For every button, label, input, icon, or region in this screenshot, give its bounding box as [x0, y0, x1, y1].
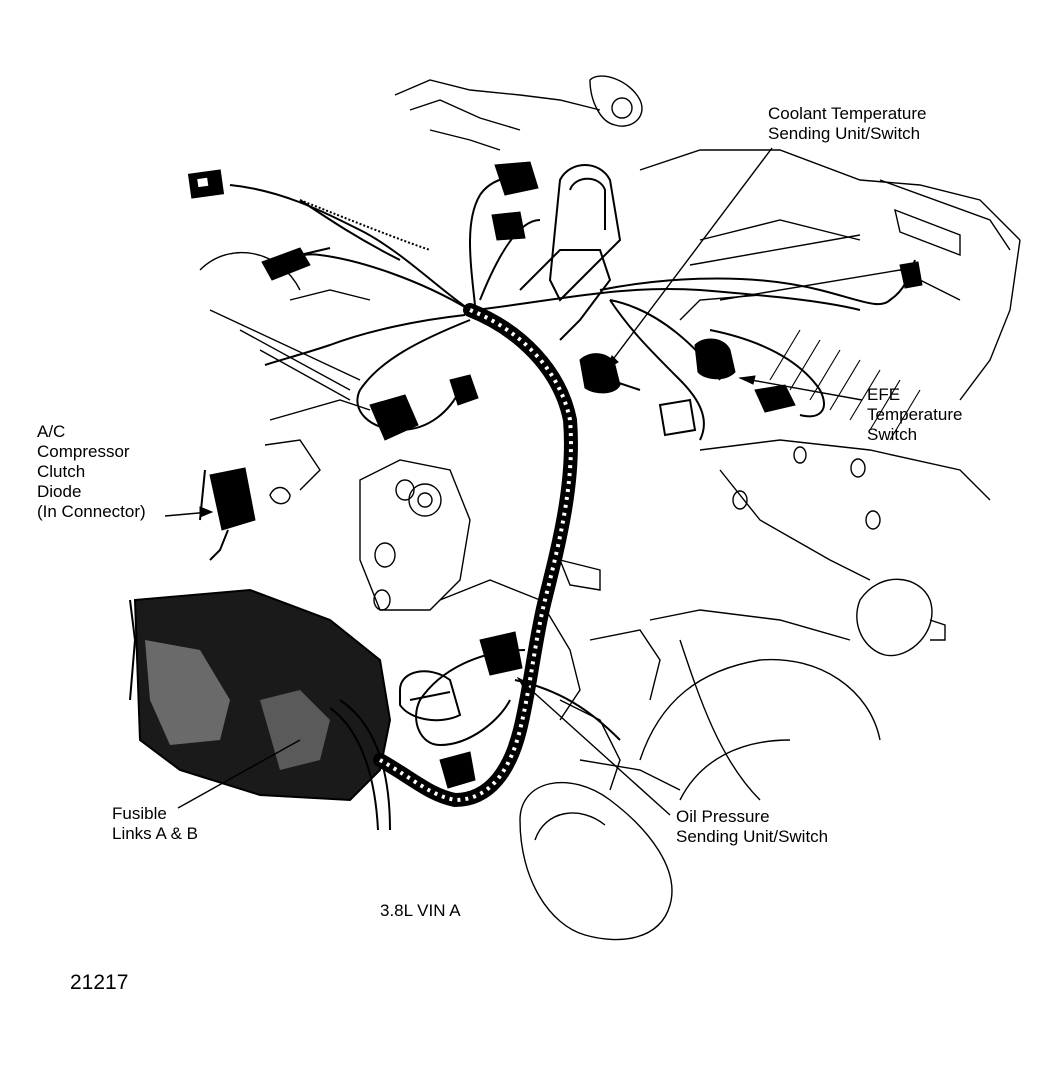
ac-diode-label: A/C Compressor Clutch Diode (In Connecto… — [37, 422, 146, 522]
coolant-temp-label: Coolant Temperature Sending Unit/Switch — [768, 104, 926, 144]
leader-lines — [164, 147, 863, 816]
efe-temp-label-line2: Temperature — [867, 405, 963, 424]
coolant-temp-label-line1: Coolant Temperature — [768, 104, 927, 123]
engine-block-outline — [199, 75, 1021, 941]
fusible-links-label-line1: Fusible — [112, 804, 167, 823]
leader-oil — [519, 679, 671, 816]
oil-pressure-label-line1: Oil Pressure — [676, 807, 770, 826]
leader-coolant — [604, 147, 773, 371]
ac-diode-label-line5: (In Connector) — [37, 502, 146, 521]
leader-fusible — [177, 739, 301, 809]
fusible-links-label-line2: Links A & B — [112, 824, 198, 843]
ac-diode-label-line2: Compressor — [37, 442, 130, 461]
coolant-temp-label-line2: Sending Unit/Switch — [768, 124, 921, 143]
ac-diode-label-line4: Diode — [37, 482, 82, 501]
oil-pressure-label-line2: Sending Unit/Switch — [676, 827, 829, 846]
wiring-harness — [229, 164, 916, 808]
ac-diode-label-line1: A/C — [37, 422, 66, 441]
efe-temp-label: EFE Temperature Switch — [867, 385, 962, 445]
engine-label: 3.8L VIN A — [380, 901, 461, 920]
leader-efe — [739, 377, 863, 401]
ac-diode-label-line3: Clutch — [37, 462, 86, 481]
fusible-links-label: Fusible Links A & B — [112, 804, 198, 844]
battery-fusible-links — [129, 588, 392, 831]
figure-number: 21217 — [70, 971, 129, 994]
oil-pressure-label: Oil Pressure Sending Unit/Switch — [676, 807, 828, 847]
efe-temp-label-line3: Switch — [867, 425, 918, 444]
efe-temp-label-line1: EFE — [867, 385, 901, 404]
